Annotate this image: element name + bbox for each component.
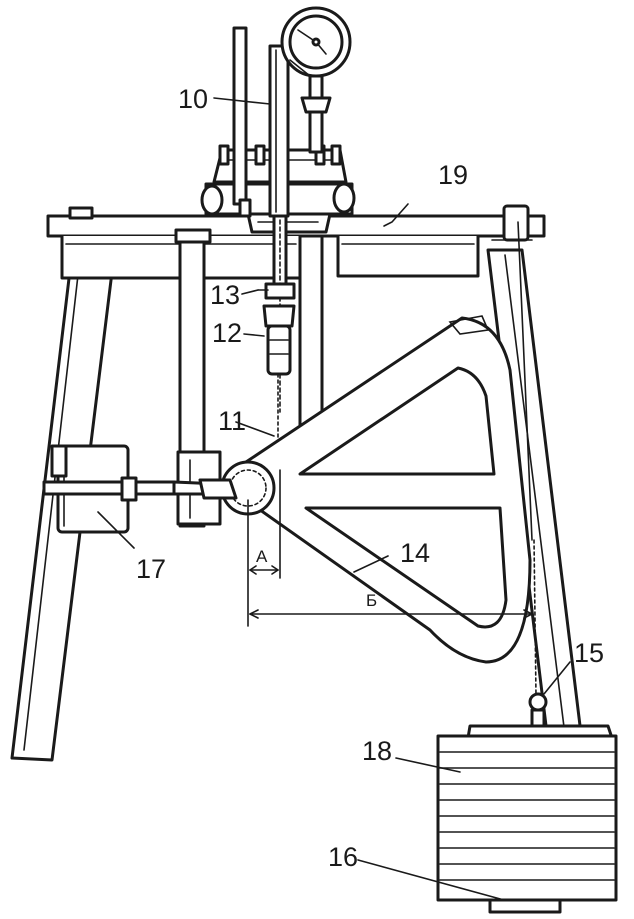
label-14: 14 bbox=[400, 538, 430, 568]
dimension-b-label: Б bbox=[366, 591, 377, 610]
weight-base-16 bbox=[488, 898, 562, 914]
weight-stack-18 bbox=[436, 724, 618, 902]
lever-14 bbox=[244, 315, 532, 664]
label-10: 10 bbox=[178, 84, 208, 114]
label-16: 16 bbox=[328, 842, 358, 872]
label-15: 15 bbox=[574, 638, 604, 668]
pressure-gauge bbox=[280, 6, 352, 154]
leader-lines bbox=[97, 97, 571, 901]
label-12: 12 bbox=[212, 318, 242, 348]
cable-15 bbox=[517, 221, 548, 730]
label-17: 17 bbox=[136, 554, 166, 584]
dimension-a-label: А bbox=[256, 547, 268, 566]
dimension-b bbox=[249, 609, 533, 619]
label-11: 11 bbox=[218, 406, 246, 436]
thermometer-tube bbox=[232, 26, 252, 218]
label-18: 18 bbox=[362, 736, 392, 766]
counterweight-17 bbox=[42, 444, 238, 534]
dimension-a bbox=[247, 469, 281, 627]
valve-13 bbox=[257, 282, 296, 300]
coupling-12 bbox=[262, 304, 296, 376]
label-13: 13 bbox=[210, 280, 240, 310]
label-19: 19 bbox=[438, 160, 468, 190]
